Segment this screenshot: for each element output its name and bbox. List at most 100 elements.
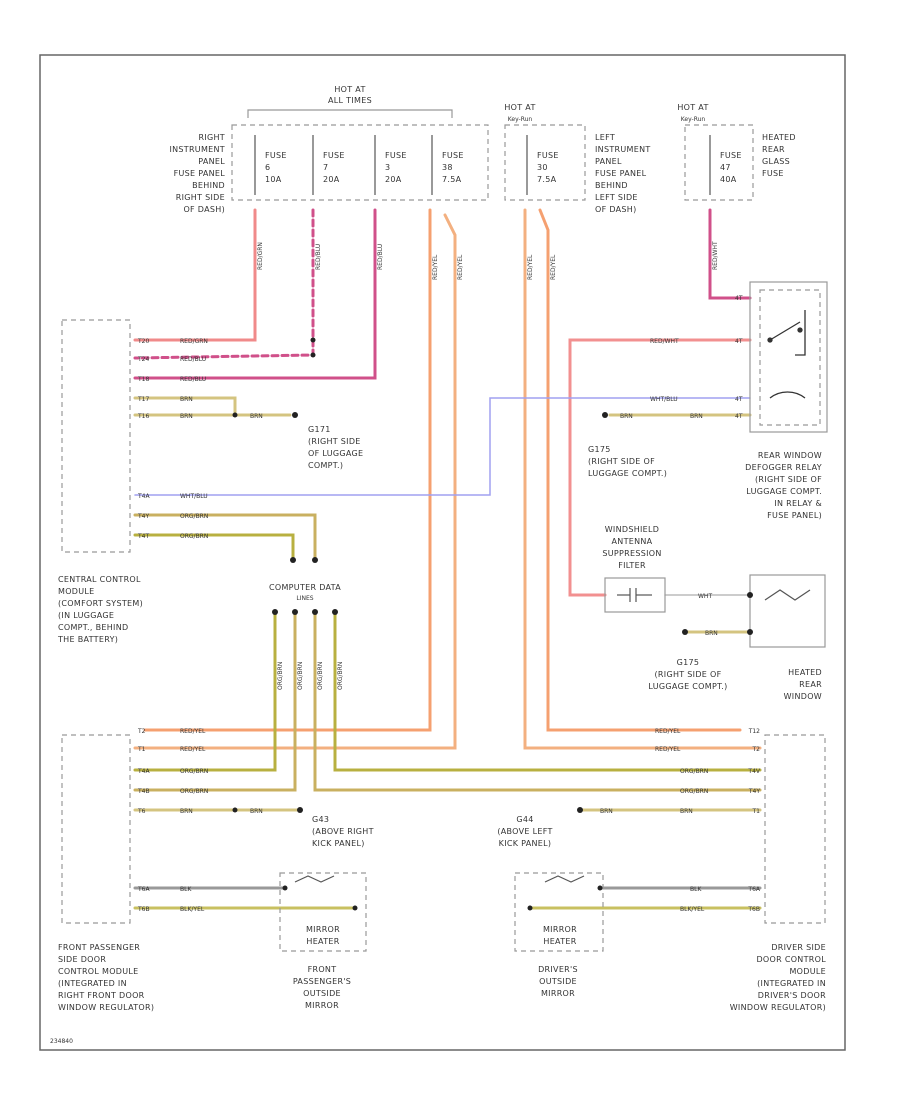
fuse-47: FUSE 47 40A bbox=[709, 135, 741, 195]
fpmir-l2: OUTSIDE bbox=[303, 989, 341, 998]
hot-all-line1: HOT AT bbox=[334, 85, 365, 94]
relay-wire-labels: RED/WHT WHT/BLU BRN BRN bbox=[620, 338, 703, 420]
g43-l0: G43 bbox=[312, 815, 329, 824]
vlabel-org-brn-1: ORG/BRN bbox=[277, 662, 284, 690]
g44-l2: KICK PANEL) bbox=[499, 839, 552, 848]
ccm-pin-4: T16 bbox=[137, 413, 149, 420]
front-passenger-door-module-box bbox=[61, 734, 131, 924]
vlabel-red-yel-1: RED/YEL bbox=[432, 254, 439, 280]
fpmir-l0: FRONT bbox=[308, 965, 337, 974]
central-control-module-box bbox=[61, 319, 131, 553]
fpm-l3: (INTEGRATED IN bbox=[58, 979, 127, 988]
lp-l1: INSTRUMENT bbox=[595, 145, 651, 154]
ddm-l1: DOOR CONTROL bbox=[756, 955, 826, 964]
fuse-6: FUSE 6 10A bbox=[254, 135, 287, 195]
fuse-47-amp: 40A bbox=[720, 175, 737, 184]
data-dot-2 bbox=[312, 557, 318, 563]
hf-l3: FUSE bbox=[762, 169, 784, 178]
ddmh-l1: HEATER bbox=[543, 937, 576, 946]
ddmir-l0: DRIVER'S bbox=[538, 965, 578, 974]
fp-wire-labels: RED/YEL RED/YEL ORG/BRN ORG/BRN BRN BRN … bbox=[180, 728, 263, 913]
fp-wlabel-6: BLK bbox=[180, 886, 192, 893]
fp-pin-5: T6A bbox=[137, 886, 150, 893]
g171-label: G171 (RIGHT SIDE OF LUGGAGE COMPT.) bbox=[308, 425, 363, 470]
wire-fuse7-ccm bbox=[133, 208, 315, 360]
ccm-pin-6: T4Y bbox=[137, 513, 149, 520]
g44-l0: G44 bbox=[516, 815, 533, 824]
fp-pin-6: T6B bbox=[137, 906, 150, 913]
hw-l1: REAR bbox=[799, 680, 822, 689]
ccm-wlabel-5: BRN bbox=[250, 413, 263, 420]
ccm-wlabel-2: RED/BLU bbox=[180, 376, 206, 383]
wire-fuse47-relay bbox=[708, 208, 752, 300]
fuse-7-amp: 20A bbox=[323, 175, 340, 184]
ground-g44 bbox=[577, 807, 583, 813]
fuse-30-num: 30 bbox=[537, 163, 548, 172]
relay-outer-box bbox=[749, 281, 828, 433]
g43-l1: (ABOVE RIGHT bbox=[312, 827, 374, 836]
ccm-l5: THE BATTERY) bbox=[57, 635, 118, 644]
fp-wlabel-2: ORG/BRN bbox=[180, 768, 208, 775]
fpm-l0: FRONT PASSENGER bbox=[58, 943, 140, 952]
rp-l3: FUSE PANEL bbox=[174, 169, 226, 178]
dd-wlabel-1: RED/YEL bbox=[655, 746, 681, 753]
fuse-7: FUSE 7 20A bbox=[312, 135, 344, 195]
fuse-3: FUSE 3 20A bbox=[374, 135, 406, 195]
filter-wire-wht: WHT bbox=[698, 593, 712, 600]
g175-label: G175 (RIGHT SIDE OF LUGGAGE COMPT.) bbox=[588, 445, 667, 478]
ddm-l2: MODULE bbox=[789, 967, 826, 976]
fp-wlabel-3: ORG/BRN bbox=[180, 788, 208, 795]
g175-l1: (RIGHT SIDE OF bbox=[588, 457, 655, 466]
hot-at-key-run-right: HOT AT Key-Run bbox=[677, 103, 708, 123]
fuse-30-amp: 7.5A bbox=[537, 175, 557, 184]
g171-l0: G171 bbox=[308, 425, 331, 434]
relay-l1: DEFOGGER RELAY bbox=[745, 463, 822, 472]
lp-l6: OF DASH) bbox=[595, 205, 637, 214]
fp-wlabel-4: BRN bbox=[180, 808, 193, 815]
data-dot-1 bbox=[290, 557, 296, 563]
fp-pins: T2 T1 T4A T4B T6 T6A T6B bbox=[137, 728, 150, 913]
dd-pin-2: T4V bbox=[747, 768, 760, 775]
computer-data-label: COMPUTER DATA LINES bbox=[269, 583, 341, 602]
wire-fuse30b-dd bbox=[538, 208, 742, 732]
filter-label: WINDSHIELD ANTENNA SUPPRESSION FILTER bbox=[602, 525, 661, 570]
filter-symbol bbox=[617, 588, 652, 602]
ccm-wire-labels: RED/GRN RED/BLU RED/BLU BRN BRN BRN WHT/… bbox=[180, 338, 263, 540]
driver-mirror-label: DRIVER'S OUTSIDE MIRROR bbox=[538, 965, 578, 998]
document-id: 234840 bbox=[50, 1038, 73, 1045]
fuse-7-num: 7 bbox=[323, 163, 328, 172]
dd-wlabel-4: BRN bbox=[600, 808, 613, 815]
relay-pin-1: 4T bbox=[735, 338, 743, 345]
hw-l0: HEATED bbox=[788, 668, 822, 677]
g175b-l0: G175 bbox=[677, 658, 700, 667]
g43-l2: KICK PANEL) bbox=[312, 839, 365, 848]
vlabel-org-brn-2: ORG/BRN bbox=[297, 662, 304, 690]
fpm-l4: RIGHT FRONT DOOR bbox=[58, 991, 145, 1000]
fp-mirror-term-1 bbox=[282, 885, 288, 891]
right-fuse-panel-box bbox=[231, 124, 489, 201]
filter-l2: SUPPRESSION bbox=[602, 549, 661, 558]
window-wire-brn: BRN bbox=[705, 630, 718, 637]
ccm-pins: T20 T24 T18 T17 T16 T4A T4Y T4T bbox=[137, 338, 150, 540]
relay-l3: LUGGAGE COMPT. bbox=[746, 487, 822, 496]
relay-l5: FUSE PANEL) bbox=[767, 511, 822, 520]
fuse-6-name: FUSE bbox=[265, 151, 287, 160]
ccm-l3: (IN LUGGAGE bbox=[58, 611, 114, 620]
data-dot-5 bbox=[312, 609, 318, 615]
g171-l1: (RIGHT SIDE bbox=[308, 437, 361, 446]
hot-right-line1: HOT AT bbox=[677, 103, 708, 112]
ground-g175 bbox=[602, 412, 608, 418]
heated-window-label: HEATED REAR WINDOW bbox=[784, 668, 822, 701]
dd-pins: T12 T2 T4V T4Y T1 T6A T6B bbox=[747, 728, 760, 913]
fpm-l2: CONTROL MODULE bbox=[58, 967, 139, 976]
ccm-wlabel-3: BRN bbox=[180, 396, 193, 403]
filter-l1: ANTENNA bbox=[612, 537, 653, 546]
fuse-6-amp: 10A bbox=[265, 175, 282, 184]
driver-door-module-box bbox=[764, 734, 826, 924]
g44-l1: (ABOVE LEFT bbox=[497, 827, 552, 836]
g44-label: G44 (ABOVE LEFT KICK PANEL) bbox=[497, 815, 552, 848]
vertical-wire-labels: RED/GRN RED/BLU RED/BLU RED/YEL RED/YEL … bbox=[257, 241, 719, 690]
dd-mirror-heater-label: MIRROR HEATER bbox=[543, 925, 577, 946]
relay-pin-2: 4T bbox=[735, 396, 743, 403]
g175b-l1: (RIGHT SIDE OF bbox=[655, 670, 722, 679]
